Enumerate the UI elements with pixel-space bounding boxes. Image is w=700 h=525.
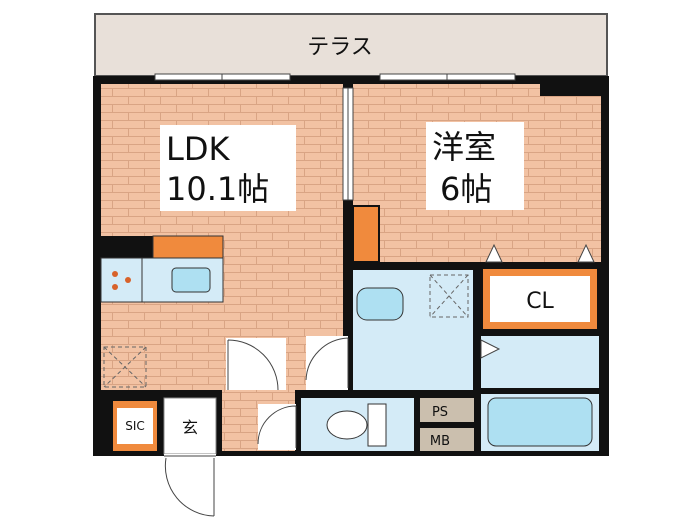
sliding-door — [342, 87, 354, 201]
western-name: 洋室 — [432, 128, 496, 166]
kitchen-counter — [152, 235, 224, 259]
terrace-label: テラス — [307, 35, 373, 60]
bathtub-icon — [487, 397, 593, 447]
stove-icon — [112, 271, 131, 290]
western-size: 6帖 — [440, 170, 492, 208]
entrance-label: 玄 — [182, 418, 198, 437]
ldk-size: 10.1帖 — [166, 170, 269, 208]
kitchen-wall — [101, 236, 153, 258]
ldk-door — [226, 338, 286, 391]
ldk-name: LDK — [166, 130, 230, 168]
fridge-space — [103, 346, 147, 388]
window-western — [379, 73, 516, 81]
ps-label: PS — [432, 405, 448, 420]
ps-box — [420, 398, 474, 422]
sink-icon — [171, 267, 211, 293]
entrance-floor — [163, 397, 217, 455]
mb-label: MB — [430, 434, 450, 449]
washroom-door — [305, 336, 349, 390]
western-label-box — [426, 122, 524, 210]
pillar — [540, 76, 609, 96]
bathroom-door — [480, 339, 501, 359]
sic-label: SIC — [125, 419, 145, 433]
ldk-label-box — [160, 125, 296, 211]
window-ldk — [154, 73, 291, 81]
washbasin-icon — [356, 287, 404, 321]
closet-door-left — [485, 243, 503, 263]
toilet-door — [257, 404, 297, 450]
closet-label: CL — [526, 289, 554, 314]
washer-space — [429, 274, 469, 318]
wet-divider — [473, 262, 481, 390]
western-storage — [352, 205, 380, 263]
toilet-icon — [326, 403, 387, 447]
entrance-door — [164, 454, 216, 517]
mb-box — [420, 428, 474, 451]
terrace-area — [94, 13, 608, 77]
closet-door-right — [577, 243, 595, 263]
bathroom-wall — [481, 388, 599, 394]
